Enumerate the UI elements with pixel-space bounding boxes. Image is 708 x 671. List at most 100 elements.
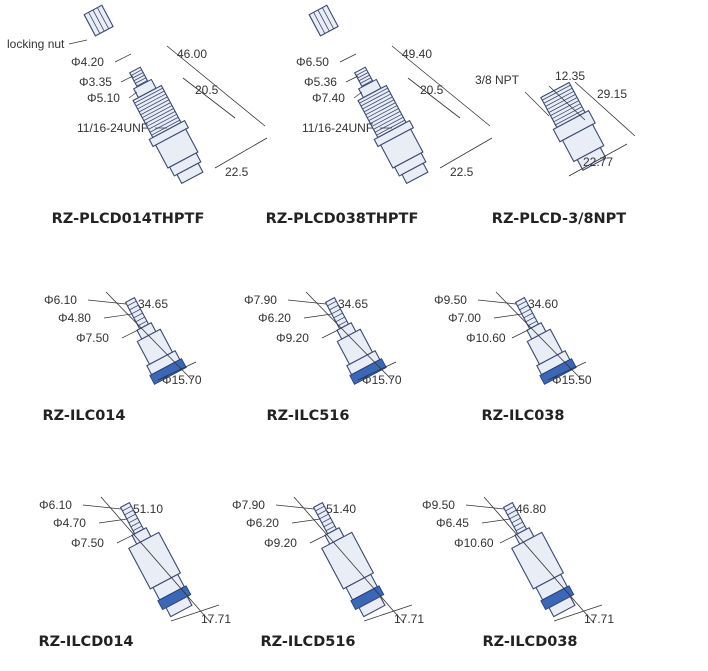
barb-id-label: Φ6.20 [258,311,291,325]
locking-nut-label: locking nut [7,37,65,51]
model-title: RZ-PLCD014THPTF [52,211,205,227]
model-title: RZ-ILCD014 [38,634,133,650]
leader-d3 [499,534,517,544]
barb-od-label: Φ6.10 [39,498,72,512]
overall-dim-line [391,45,491,127]
coupling-face [576,146,607,172]
barb-ridge [329,304,339,311]
thread-spec-label: 11/16-24UNF [77,121,148,135]
barb-ridge [127,300,137,307]
thread-spec-label: 3/8 NPT [475,73,520,87]
thread-dim-line [548,85,586,121]
barb-ridge [521,308,531,315]
thread-ridge [367,102,396,119]
coupling-face [548,595,576,618]
barb-ridge [126,513,136,520]
barb-od-label: Φ7.90 [232,498,265,512]
shank-dim-line [182,77,236,119]
leader-d1 [114,53,132,63]
coupling-dim-line [170,604,220,622]
coupling-dim-line [363,604,413,622]
thread-ridge [374,116,404,133]
leader-d2 [120,75,134,83]
overall-dim-line [483,496,595,624]
leader-d3 [128,91,138,99]
connector-body [514,296,577,385]
barb-id-label: Φ4.80 [58,311,91,325]
barb-ridge [317,509,327,516]
barb-ridge [331,308,341,315]
nut-knurl [322,7,335,30]
shank-dim-line [407,77,461,119]
thread-ridge [555,109,584,126]
barb-ridge [321,517,331,524]
coupling-dim-line [568,143,628,177]
connector-body [540,81,607,172]
thread-ridge [363,96,393,113]
thread-ridge [148,113,177,130]
connector-body [312,501,386,618]
collar-size-label: Φ10.60 [466,331,506,345]
barb-ridge [355,69,367,76]
locking-nut-drawing [308,4,339,37]
nut-knurl [97,7,110,30]
collar-size-label: Φ9.20 [276,331,309,345]
thread-ridge [371,111,401,127]
connector-body [119,501,193,618]
barb-ridge [130,521,140,528]
model-title: RZ-ILC014 [43,408,126,424]
connector-drawing [312,501,386,618]
leader-d1 [87,299,127,305]
barb-ridge [525,316,535,323]
barb-ridge [333,312,343,319]
connector-drawing [353,66,429,185]
barb-ridge [335,316,345,323]
thread-length-label: 12.35 [555,69,585,83]
barb-id-label: Φ3.35 [79,75,112,89]
thread-ridge [368,105,398,121]
coupling-length-label: 17.71 [201,612,231,626]
leader-d2 [481,518,511,524]
thread-leader [524,91,550,117]
thread-ridge [140,99,170,116]
overall-dim-line [105,291,193,381]
model-title: RZ-ILC038 [482,408,565,424]
thread-ridge [373,113,402,130]
thread-ridge [145,108,174,124]
leader-d2 [493,313,523,319]
barb-od-label: Φ9.50 [434,293,467,307]
overall-dim-line [166,45,266,127]
barb-ridge [357,72,369,79]
coupling-face [165,595,193,618]
seal-diameter-label: Φ15.70 [362,373,402,387]
connector-body [502,501,576,618]
connector-drawing [119,501,193,618]
seal-dim-line [157,361,197,381]
barb-ridge [509,513,519,520]
overall-length-label: 51.10 [133,502,163,516]
leader-d3 [121,329,139,339]
barb-ridge [519,304,529,311]
thread-ridge [547,94,576,110]
leader-d2 [303,313,333,319]
barb-ridge [323,521,333,528]
model-title: RZ-ILCD516 [260,634,355,650]
leader-d2 [103,313,133,319]
thread-ridge [149,116,179,133]
barb-ridge [361,80,373,87]
thread-ridge [545,90,575,107]
barb-ridge [135,316,145,323]
barb-ridge [515,525,526,532]
overall-length-label: 34.65 [138,297,168,311]
overall-length-label: 46.00 [177,47,207,61]
hex-size-label: Φ5.10 [87,91,120,105]
collar-size-label: Φ10.60 [454,536,494,550]
leader-d1 [275,504,315,510]
barb-od-label: Φ6.10 [44,293,77,307]
barb-ridge [122,505,132,512]
barb-ridge [325,525,336,532]
